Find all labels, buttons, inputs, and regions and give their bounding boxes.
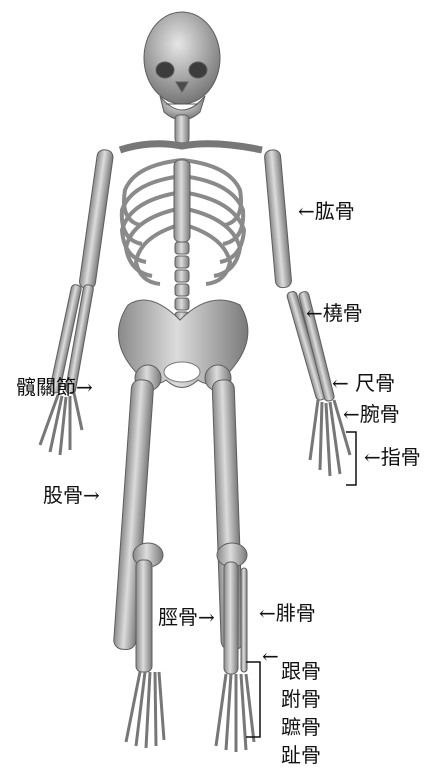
label-metatarsals: 蹠骨	[281, 713, 321, 741]
label-tarsals: 跗骨	[281, 685, 321, 713]
label-femur: 股骨→	[43, 485, 100, 505]
label-calcaneus: 跟骨	[281, 657, 321, 685]
right-leg	[205, 365, 254, 752]
cervical-spine	[175, 115, 189, 143]
label-tibia: 脛骨→	[158, 607, 215, 627]
label-toe-phalanges: 趾骨	[281, 741, 321, 769]
phalanges-bracket	[346, 432, 356, 485]
skull	[144, 12, 220, 120]
clavicles	[120, 144, 262, 150]
left-arm	[40, 149, 114, 455]
label-fibula: ←腓骨	[259, 603, 316, 623]
label-carpals: ←腕骨	[343, 404, 400, 424]
label-humerus: ←肱骨	[298, 201, 355, 221]
label-foot-bones: 跟骨 跗骨 蹠骨 趾骨	[281, 657, 321, 769]
label-ulna: ← 尺骨	[332, 373, 395, 393]
spine	[175, 242, 189, 324]
label-radius: ←橈骨	[306, 303, 363, 323]
label-hip-joint: 髖關節→	[16, 377, 93, 397]
left-leg	[113, 365, 164, 748]
foot-arrow: ←	[262, 646, 279, 666]
sternum	[174, 160, 190, 242]
label-phalanges: ←指骨	[364, 447, 421, 467]
